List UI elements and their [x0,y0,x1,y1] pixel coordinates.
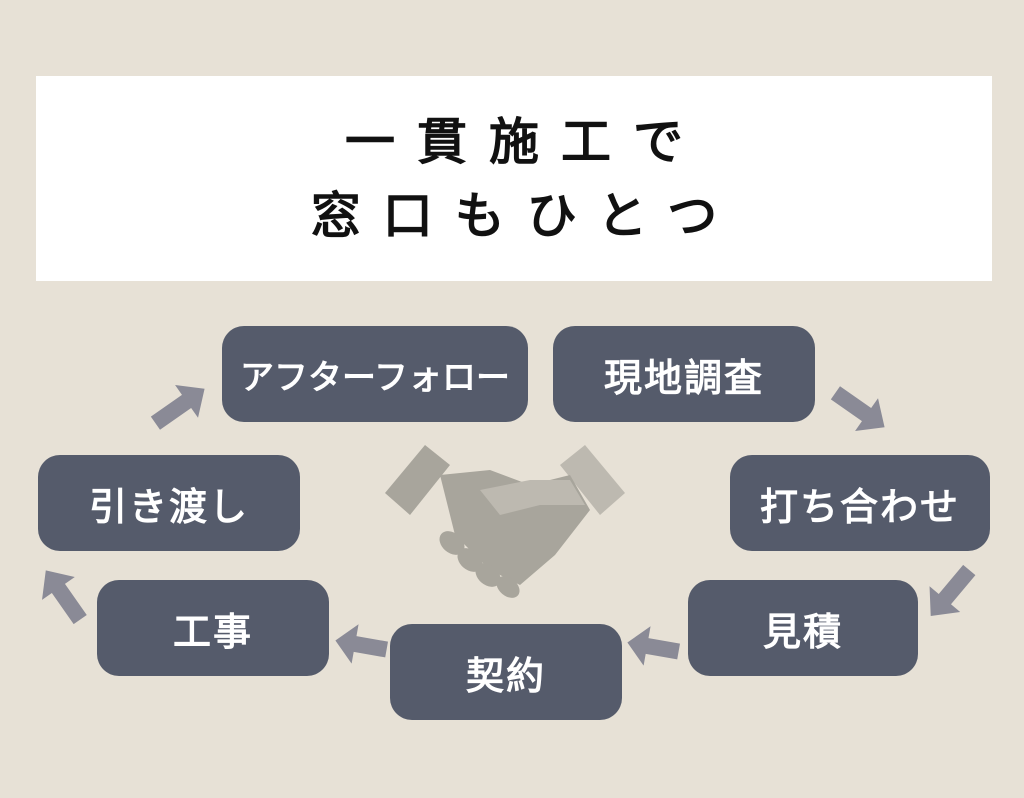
step-handover: 引き渡し [38,455,300,551]
arrow-icon [150,385,205,430]
arrow-icon [627,626,680,666]
arrow-icon [42,570,87,625]
handshake-icon [385,445,625,598]
step-estimate: 見積 [688,580,918,676]
step-meeting: 打ち合わせ [730,455,990,551]
step-site-survey: 現地調査 [553,326,815,422]
step-after-follow: アフターフォロー [222,326,528,422]
title-line-1: 一貫施工で [345,111,705,171]
arrow-icon [830,386,885,431]
title-box: 一貫施工で 窓口もひとつ [36,76,992,281]
title-line-2: 窓口もひとつ [310,185,740,245]
arrow-icon [335,624,388,664]
step-contract: 契約 [390,624,622,720]
arrow-icon [929,564,976,616]
step-construction: 工事 [97,580,329,676]
